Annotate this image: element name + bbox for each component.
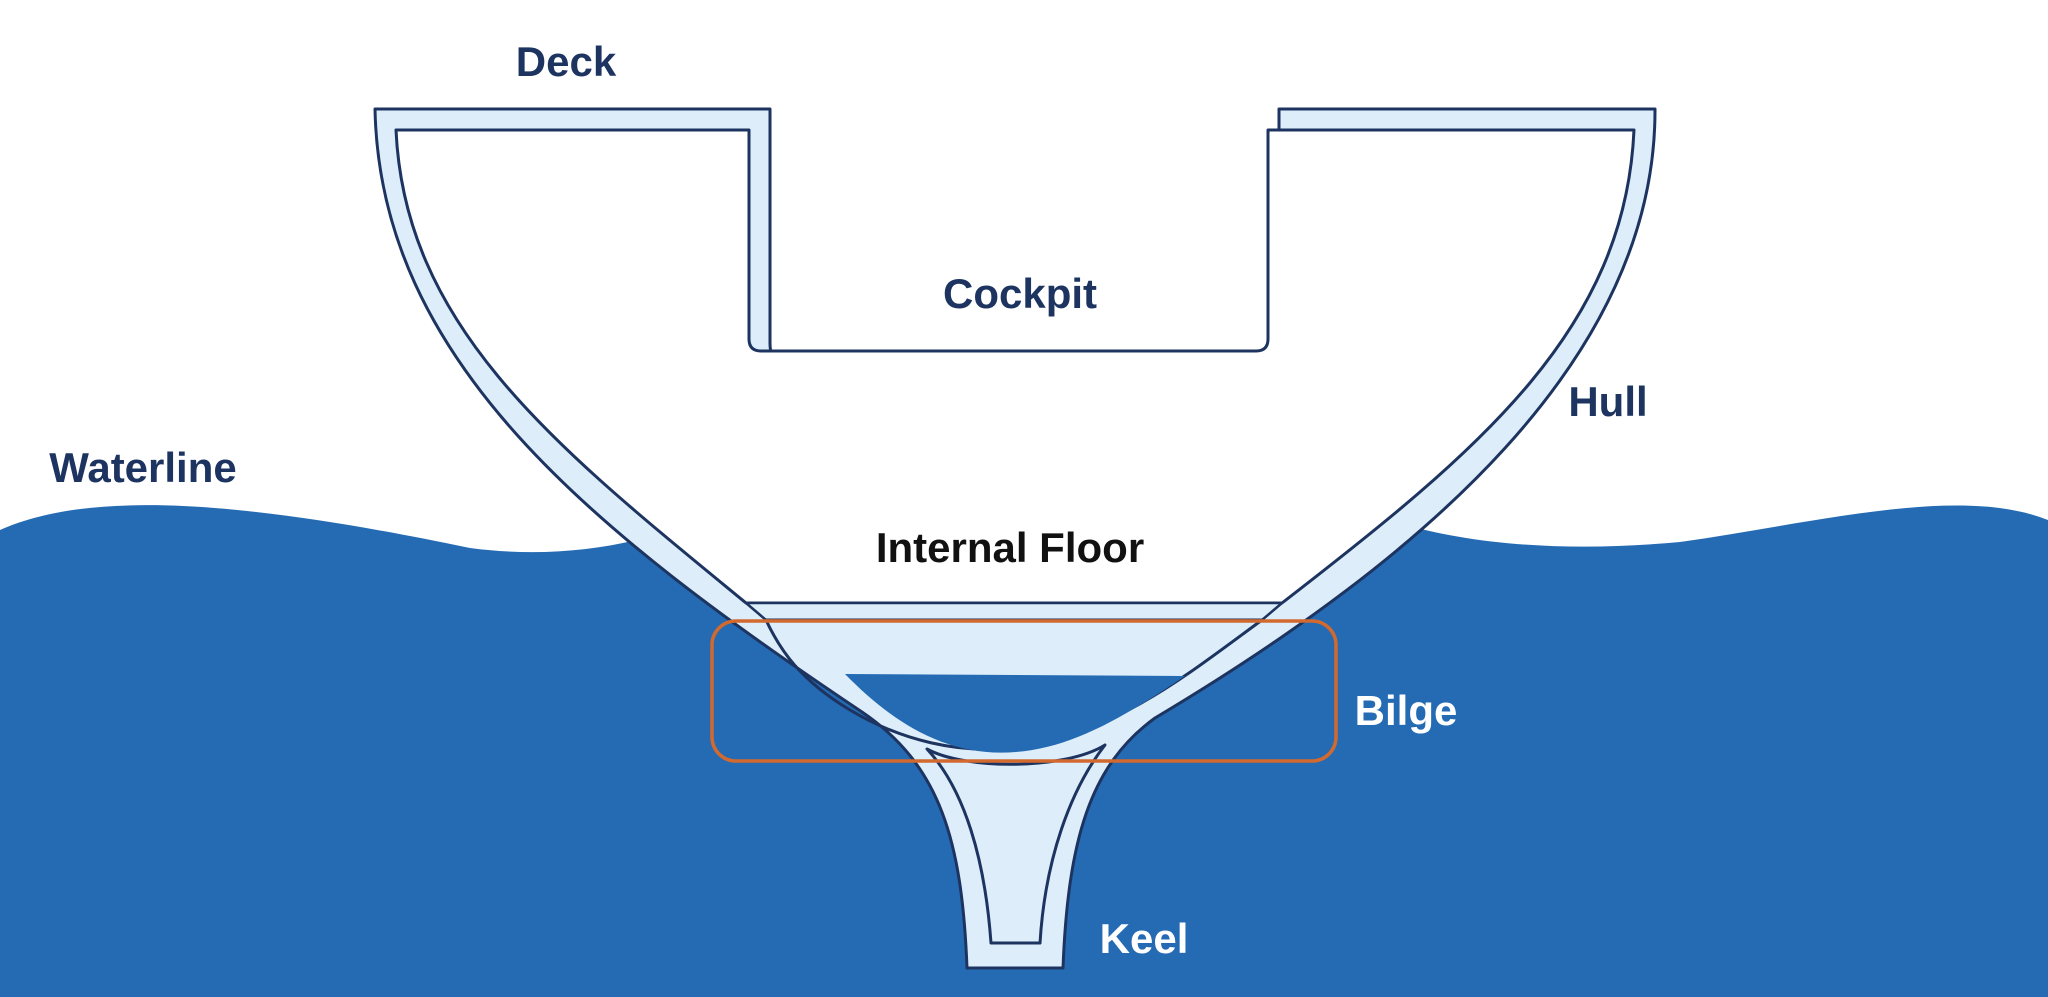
- label-internal-floor: Internal Floor: [876, 524, 1144, 571]
- label-deck: Deck: [516, 38, 617, 85]
- cabin-interior: [394, 128, 1636, 605]
- keel-interior: [925, 743, 1107, 945]
- bilge-water: [845, 674, 1185, 753]
- label-bilge: Bilge: [1355, 687, 1458, 734]
- label-keel: Keel: [1100, 915, 1189, 962]
- label-cockpit: Cockpit: [943, 270, 1097, 317]
- bilge-highlight-box: [710, 619, 1338, 763]
- label-waterline: Waterline: [49, 444, 236, 491]
- internal-floor: [744, 601, 1284, 622]
- label-hull: Hull: [1568, 378, 1647, 425]
